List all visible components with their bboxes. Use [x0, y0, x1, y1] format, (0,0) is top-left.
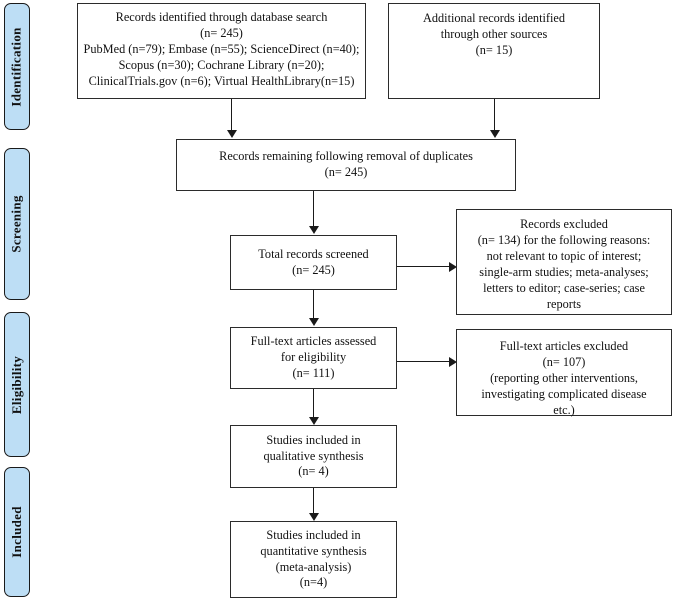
stage-label-identification: Identification	[4, 3, 30, 130]
box-quantitative-synthesis-text: Studies included in quantitative synthes…	[260, 527, 367, 590]
arrowhead-screened-to-excluded	[449, 261, 457, 272]
connector-screened-to-excluded	[397, 266, 451, 267]
box-quantitative-synthesis: Studies included in quantitative synthes…	[230, 521, 397, 598]
connector-qualitative-to-quantitative	[313, 488, 314, 515]
box-other-sources-text: Additional records identified through ot…	[422, 11, 566, 57]
box-records-excluded-text: Records excluded (n= 134) for the follow…	[477, 217, 651, 311]
stage-label-eligibility: Eligibility	[4, 312, 30, 457]
arrowhead-other-sources-down	[489, 130, 500, 138]
stage-label-identification-text: Identification	[9, 26, 24, 107]
box-fulltext-assessed-text: Full-text articles assessed for eligibil…	[250, 334, 377, 380]
arrowhead-screened-to-fulltext	[308, 318, 319, 326]
arrowhead-qualitative-to-quantitative	[308, 513, 319, 521]
connector-duplicates-to-screened	[313, 191, 314, 228]
box-duplicates-removed: Records remaining following removal of d…	[176, 139, 516, 191]
connector-fulltext-to-excluded	[397, 361, 451, 362]
box-qualitative-synthesis: Studies included in qualitative synthesi…	[230, 425, 397, 488]
box-database-search: Records identified through database sear…	[77, 3, 366, 99]
connector-fulltext-to-qualitative	[313, 389, 314, 419]
arrowhead-fulltext-to-qualitative	[308, 417, 319, 425]
box-records-screened: Total records screened (n= 245)	[230, 235, 397, 290]
arrowhead-database-search-down	[226, 130, 237, 138]
stage-label-included-text: Included	[9, 506, 24, 558]
box-records-screened-text: Total records screened (n= 245)	[258, 246, 369, 277]
stage-label-included: Included	[4, 467, 30, 597]
box-fulltext-excluded: Full-text articles excluded (n= 107) (re…	[456, 329, 672, 417]
stage-label-screening: Screening	[4, 148, 30, 300]
arrowhead-duplicates-to-screened	[308, 226, 319, 234]
box-fulltext-excluded-text: Full-text articles excluded (n= 107) (re…	[481, 339, 647, 417]
box-database-search-text: Records identified through database sear…	[83, 10, 360, 88]
stage-label-screening-text: Screening	[9, 195, 25, 253]
box-qualitative-synthesis-text: Studies included in qualitative synthesi…	[263, 432, 364, 479]
stage-label-eligibility-text: Eligibility	[9, 355, 25, 414]
connector-screened-to-fulltext	[313, 290, 314, 320]
box-other-sources: Additional records identified through ot…	[388, 3, 600, 99]
box-fulltext-assessed: Full-text articles assessed for eligibil…	[230, 327, 397, 389]
box-duplicates-removed-text: Records remaining following removal of d…	[219, 149, 473, 179]
connector-database-search-down	[231, 99, 232, 132]
box-records-excluded: Records excluded (n= 134) for the follow…	[456, 209, 672, 315]
arrowhead-fulltext-to-excluded	[449, 356, 457, 367]
connector-other-sources-down	[494, 99, 495, 132]
